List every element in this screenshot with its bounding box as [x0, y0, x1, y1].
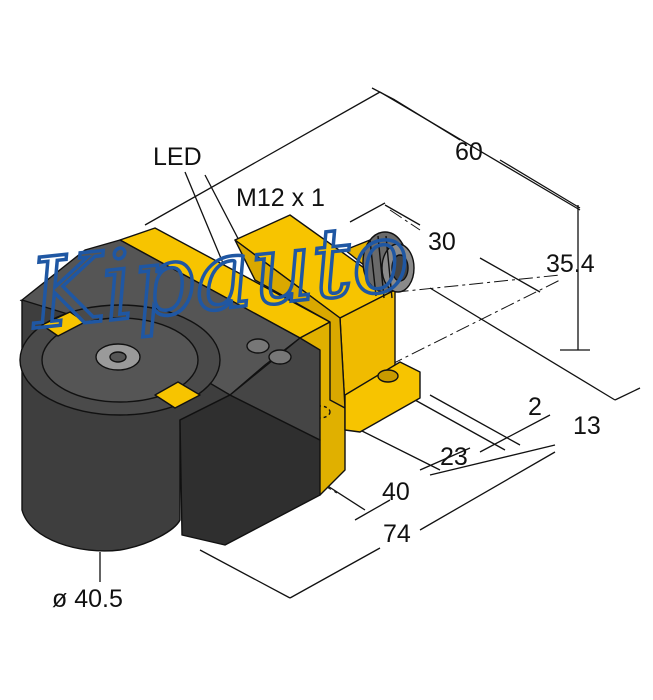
yellow-tab-left	[41, 311, 86, 337]
dim-height: 35.4	[546, 250, 595, 278]
led-2-icon	[268, 349, 292, 365]
dim-length: 60	[455, 138, 483, 166]
m12-connector	[344, 231, 415, 299]
dark-body	[19, 239, 321, 552]
diameter-label: ø 40.5	[52, 585, 123, 613]
dim-hole-offset: 23	[440, 443, 468, 471]
connector-block-left	[234, 239, 346, 409]
dim-depth: 13	[573, 412, 601, 440]
mounting-hole	[377, 369, 399, 383]
labels: LED M12 x 1 ø 40.5 60 30 35.4 13 2 23 40…	[52, 138, 601, 613]
led-1-icon	[246, 338, 270, 354]
led-label: LED	[153, 143, 202, 171]
dim-body-width: 40	[382, 478, 410, 506]
dim-connector-length: 30	[428, 228, 456, 256]
dim-total-width: 74	[383, 520, 411, 548]
yellow-tab-right	[154, 381, 201, 409]
dim-flange: 2	[528, 393, 542, 421]
thread-label: M12 x 1	[236, 184, 325, 212]
mounting-flange	[344, 361, 421, 433]
